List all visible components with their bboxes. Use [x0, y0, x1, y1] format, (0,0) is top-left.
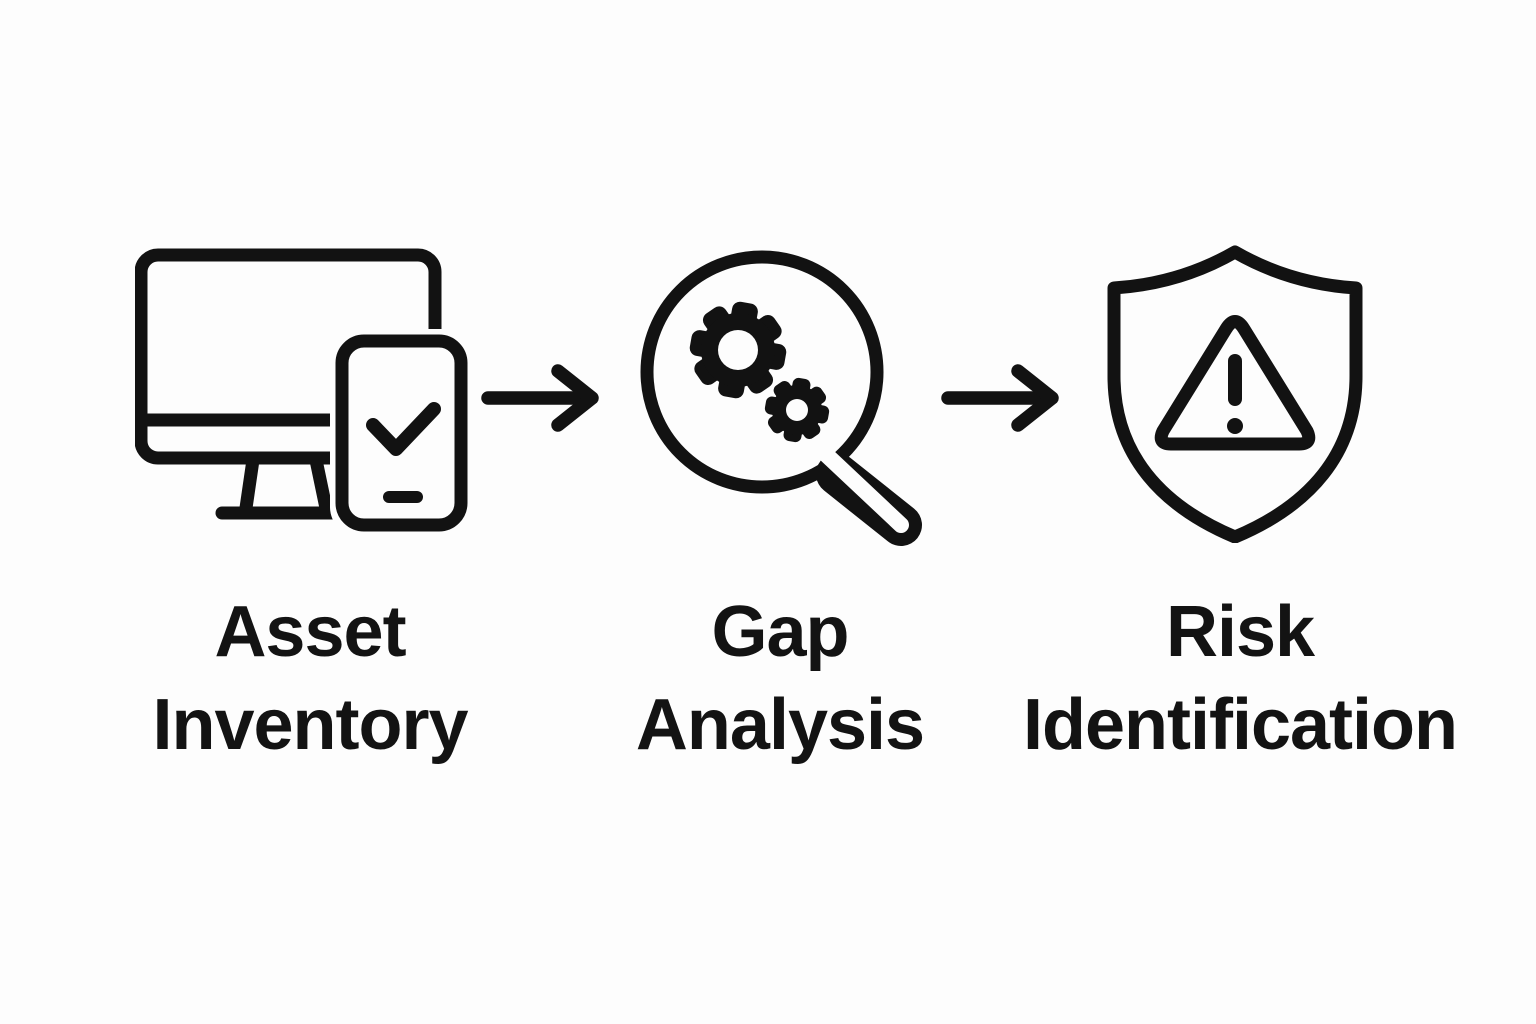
- step-label-gap-analysis: Gap Analysis: [540, 586, 1020, 772]
- step-label-line: Analysis: [635, 685, 925, 765]
- magnifier-gears-icon: [640, 250, 922, 546]
- step-label-line: Identification: [1023, 685, 1458, 765]
- step-label-asset-inventory: Asset Inventory: [70, 586, 550, 772]
- step-label-line: Asset: [214, 592, 406, 672]
- step-label-risk-identification: Risk Identification: [1000, 586, 1480, 772]
- shield-alert-icon: [1107, 245, 1363, 543]
- devices-check-icon: [135, 248, 473, 533]
- step-label-line: Risk: [1165, 592, 1315, 672]
- gear-large: [689, 301, 787, 399]
- gear-small: [764, 377, 830, 443]
- flow-arrow-icon: [941, 364, 1059, 432]
- step-label-line: Gap: [711, 592, 849, 672]
- step-label-line: Inventory: [152, 685, 468, 765]
- flow-arrow-icon: [481, 364, 599, 432]
